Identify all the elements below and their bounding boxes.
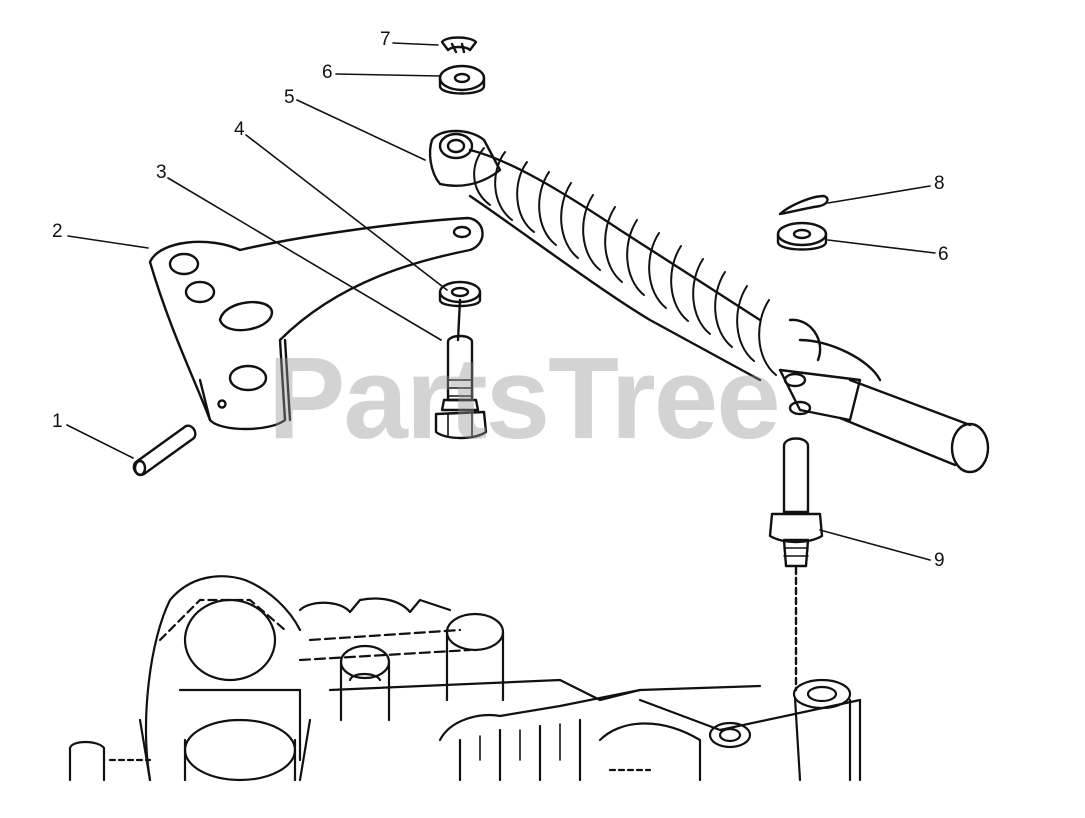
callout-6-right: 6 [938, 244, 949, 265]
callout-8: 8 [934, 173, 945, 194]
callout-3: 3 [156, 162, 167, 183]
part-2-steering-arm [148, 216, 484, 431]
callout-4: 4 [234, 119, 245, 140]
callout-9: 9 [934, 550, 945, 571]
bellows-ribs [473, 147, 777, 376]
callout-1: 1 [52, 411, 63, 432]
callout-6-top: 6 [322, 62, 333, 83]
part-5-tie-rod [428, 129, 990, 474]
part-9-stud [768, 437, 824, 692]
part-6-washer-top [438, 64, 486, 95]
callout-5: 5 [284, 87, 295, 108]
callout-2: 2 [52, 221, 63, 242]
part-1-roll-pin [132, 424, 197, 477]
watermark-text: PartsTree [268, 333, 781, 463]
engine-assembly [68, 575, 862, 782]
part-6-washer-right [776, 221, 828, 251]
part-4-cap [438, 280, 482, 342]
part-8-cotter-pin [778, 194, 829, 216]
part-7-clip [440, 36, 478, 54]
callout-7: 7 [380, 29, 391, 50]
part-3-stud [434, 334, 488, 440]
